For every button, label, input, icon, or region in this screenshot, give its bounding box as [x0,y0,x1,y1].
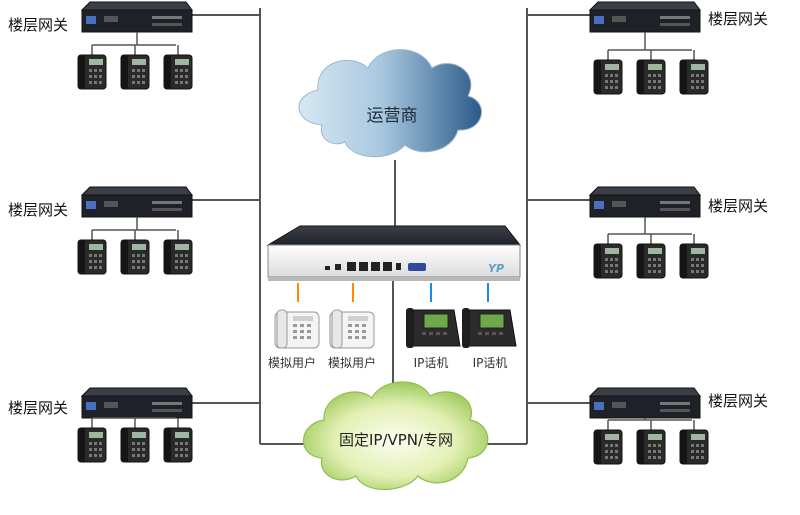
floor-gateway-group: 楼层网关 [8,1,193,90]
phone-wires [607,217,695,244]
analog-phone [274,309,320,349]
phone-wires [91,417,179,428]
fixed-network-label: 固定IP/VPN/专网 [339,431,453,449]
desk-phone [120,427,150,463]
desk-phone [593,243,623,279]
phone-wires [91,217,179,240]
endpoint-label: 模拟用户 [328,355,376,370]
floor-gateway-device [588,387,701,419]
desk-phone [679,429,709,465]
desk-phone [120,54,150,90]
endpoint-label: IP话机 [414,356,449,370]
ethernet-ports [325,262,401,271]
phone-wires [91,32,179,55]
endpoint-label: IP话机 [473,356,508,370]
floor-gateway-device [588,1,701,33]
floor-gateway-group: 楼层网关 [8,387,193,463]
endpoint-wires [297,283,489,302]
desk-phone [163,54,193,90]
floor-gateway-label: 楼层网关 [708,392,768,410]
floor-gateway-device [588,186,701,218]
phone-wires [607,418,695,430]
floor-gateway-device [80,186,193,218]
desk-phone [679,243,709,279]
floor-gateway-device [80,387,193,419]
ip-phone [406,308,461,348]
carrier-cloud: 运营商 [298,49,482,158]
brand-logo: YP [488,262,504,275]
desk-phone [636,59,666,95]
desk-phone [593,59,623,95]
central-pbx-device: YP [266,225,522,281]
console-port [408,263,426,271]
desk-phone [636,429,666,465]
floor-gateway-label: 楼层网关 [8,16,68,34]
floor-gateway-label: 楼层网关 [8,201,68,219]
desk-phone [120,239,150,275]
floor-gateway-device [80,1,193,33]
floor-gateway-label: 楼层网关 [8,399,68,417]
desk-phone [77,239,107,275]
ip-phone [462,308,517,348]
desk-phone [77,54,107,90]
endpoint-label: 模拟用户 [268,355,316,370]
desk-phone [593,429,623,465]
connection-lines [190,8,592,445]
floor-gateway-group: 楼层网关 [588,186,768,279]
floor-gateway-label: 楼层网关 [708,197,768,215]
desk-phone [163,239,193,275]
desk-phone [636,243,666,279]
floor-gateway-group: 楼层网关 [588,387,768,465]
analog-phone [329,309,375,349]
desk-phone [679,59,709,95]
floor-gateway-label: 楼层网关 [708,10,768,28]
phone-wires [607,32,695,60]
carrier-label: 运营商 [367,106,418,126]
floor-gateway-group: 楼层网关 [8,186,193,275]
floor-gateway-group: 楼层网关 [588,1,768,95]
fixed-network-cloud: 固定IP/VPN/专网 [302,381,489,491]
desk-phone [77,427,107,463]
desk-phone [163,427,193,463]
